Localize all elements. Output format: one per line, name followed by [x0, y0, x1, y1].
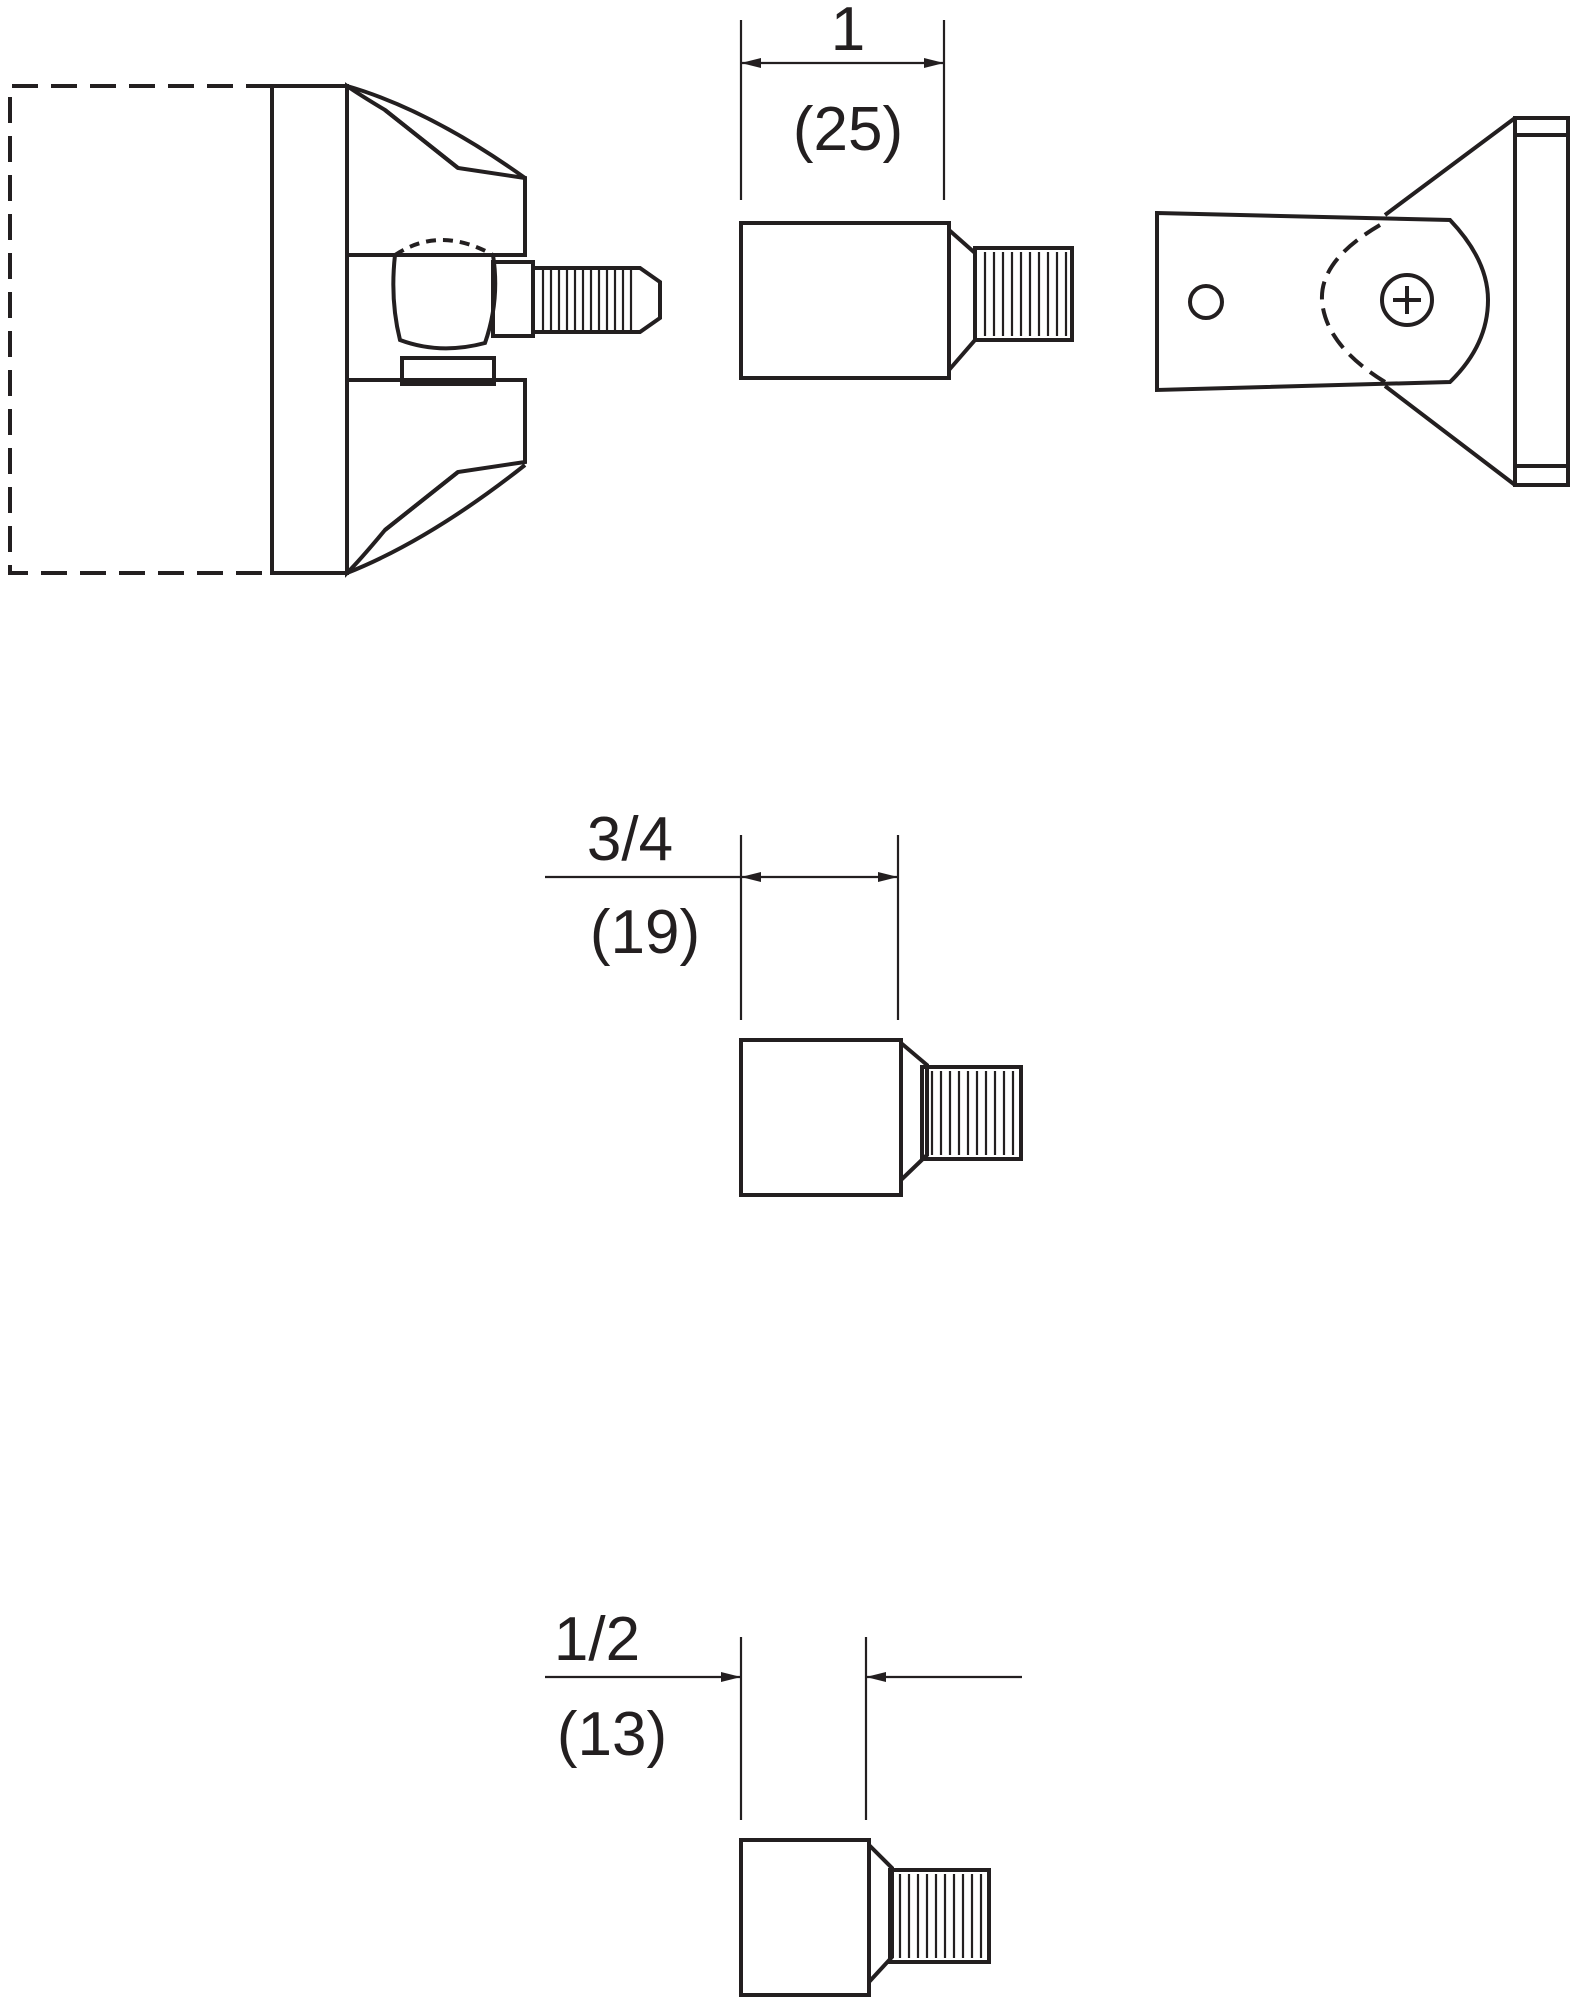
spray-head-assembly — [8, 82, 662, 578]
dim-inch-3-4: 3/4 — [587, 805, 673, 874]
dim-mm-1-2: (13) — [557, 1700, 667, 1769]
nozzle-threads — [541, 268, 633, 332]
dim-mm-1: (25) — [793, 95, 903, 164]
phantom-body-outline — [8, 84, 272, 575]
swivel-ball-hidden-edge — [393, 238, 494, 257]
nozzle-collar — [491, 260, 535, 338]
mounting-hole — [1188, 284, 1224, 320]
extension-1-2in: 1/2 (13) — [545, 1605, 1022, 1997]
extension-threads-1-2 — [898, 1874, 983, 1958]
extension-thread-1 — [973, 246, 1074, 342]
upper-jaw-bevel — [346, 84, 527, 180]
swivel-ball — [391, 253, 498, 351]
extension-body-3-4 — [739, 1038, 903, 1197]
lower-jaw-bevel — [346, 463, 527, 575]
pivot-screw-icon — [1380, 273, 1434, 327]
extension-taper-1 — [947, 228, 977, 372]
extension-1in: 1 (25) — [739, 0, 1074, 380]
swivel-nut — [400, 356, 496, 386]
upper-jaw — [345, 82, 527, 257]
bracket-flange — [1513, 116, 1570, 487]
extension-body-1 — [739, 221, 951, 380]
mounting-flange — [270, 84, 349, 575]
extension-body-1-2 — [739, 1838, 871, 1997]
extension-threads-1 — [983, 252, 1068, 336]
mounting-bracket — [1155, 116, 1570, 487]
dim-mm-3-4: (19) — [590, 898, 700, 967]
extension-threads-3-4 — [930, 1071, 1015, 1155]
pivot-hidden-edge — [1319, 223, 1387, 384]
bracket-gusset — [1383, 116, 1517, 487]
dim-inch-1-2: 1/2 — [554, 1605, 640, 1674]
extension-thread-1-2 — [888, 1868, 991, 1964]
extension-thread-3-4 — [920, 1065, 1023, 1161]
extension-taper-3-4 — [899, 1041, 929, 1182]
lower-jaw — [345, 378, 527, 578]
dim-inch-1: 1 — [831, 0, 865, 64]
extension-3-4in: 3/4 (19) — [545, 805, 1023, 1197]
threaded-nozzle — [531, 266, 662, 334]
bracket-arm — [1155, 210, 1491, 393]
